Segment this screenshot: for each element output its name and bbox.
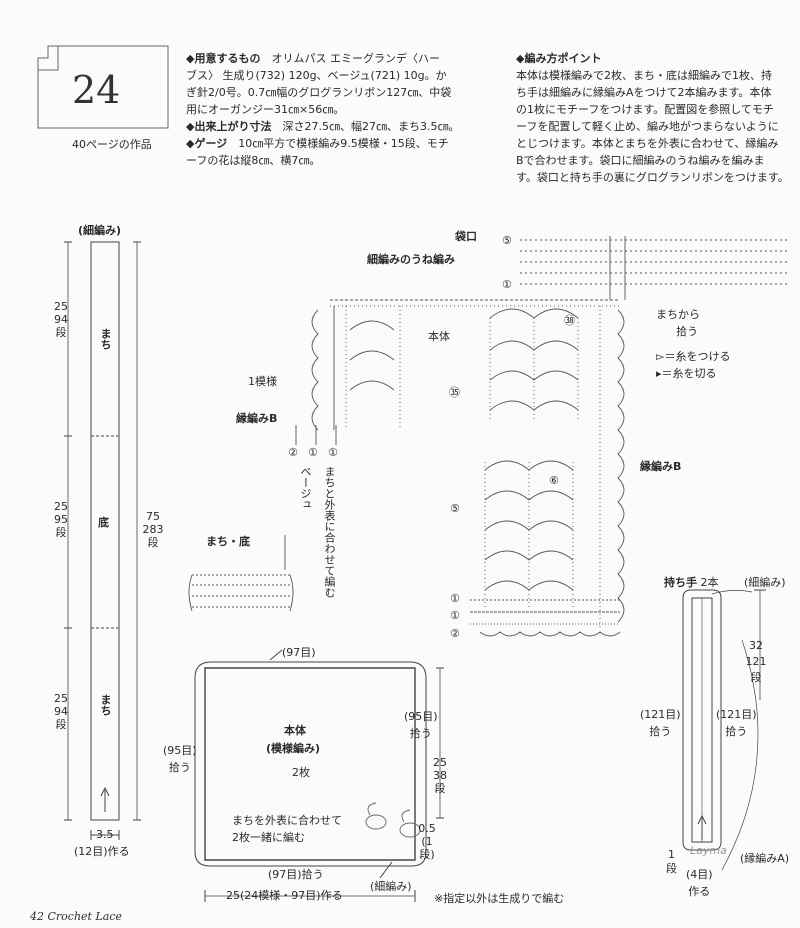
page-number: 42 xyxy=(30,910,44,923)
chart-one-pattern: 1模様 xyxy=(248,375,277,388)
strip-stitch-label: (細編み) xyxy=(78,224,122,237)
body-bottom-width: 25(24模様・97目)作る xyxy=(226,889,343,902)
general-note: ※指定以外は生成りで編む xyxy=(434,892,565,905)
materials-line: オリムパス エミーグランデ〈ハー xyxy=(271,52,440,65)
strip-section-machi-bottom: まち xyxy=(99,694,112,716)
body-top-stitches: (97目) xyxy=(282,646,316,659)
size-text: 深さ27.5㎝、幅27㎝、まち3.5㎝。 xyxy=(282,120,460,133)
body-title: 本体 xyxy=(284,724,306,737)
body-count: 2枚 xyxy=(292,766,310,779)
points-line: ーフを配置して軽く止め、編み地がつまらないように xyxy=(516,120,779,133)
materials-line: 用にオーガンジー31㎝×56㎝。 xyxy=(186,103,345,116)
chart-pick-from-gusset: まちから拾う xyxy=(656,308,700,338)
handle-right-pick: (121目)拾う xyxy=(716,708,757,738)
materials-line: ブス〉 生成り(732) 120g、ベージュ(721) 10g。か xyxy=(186,69,447,82)
points-line: ち手は細編みに縁編みAをつけて2本編みます。本体 xyxy=(516,86,772,99)
handle-title: 持ち手 2本 xyxy=(664,576,719,589)
chart-join-text: まちと外表に合わせて編む xyxy=(323,466,336,598)
body-layout xyxy=(194,649,444,902)
chart-row-label: ⑤ xyxy=(502,234,512,247)
points-heading: ◆編み方ポイント xyxy=(516,52,602,65)
chart-left-row-1b: ① xyxy=(328,446,338,459)
chart-beige-label: ベージュ xyxy=(299,466,312,510)
chart-body-label: 本体 xyxy=(428,330,450,343)
chart-row-label: ⑤ xyxy=(450,502,460,515)
chart-row-label: ② xyxy=(450,627,460,640)
gauge-line: 10㎝平方で模様編み9.5模様・15段、モチ xyxy=(238,137,449,150)
body-small-label: (細編み) xyxy=(370,880,412,893)
gusset-swatch-label: まち・底 xyxy=(206,535,250,548)
body-left-pick: (95目)拾う xyxy=(163,744,197,774)
points-line: の1枚にモチーフをつけます。配置図を参照してモチ xyxy=(516,103,774,116)
materials-block: ◆用意するもの オリムパス エミーグランデ〈ハー ブス〉 生成り(732) 12… xyxy=(186,50,459,169)
chart-edge-b-right: 縁編みB xyxy=(640,460,682,473)
chart-row-label: ⑥ xyxy=(549,474,559,487)
fan-block-upper xyxy=(349,308,579,420)
body-bottom-pick: (97目)拾う xyxy=(268,868,324,881)
pattern-number-frame xyxy=(37,45,169,129)
points-line: す。袋口と持ち手の裏にグログランリボンをつけます。 xyxy=(516,171,789,184)
book-title: Crochet Lace xyxy=(47,910,123,923)
gauge-heading: ◆ゲージ xyxy=(186,137,228,150)
handle-stitch: (細編み) xyxy=(744,576,786,589)
body-right-pick: (95目)拾う xyxy=(404,710,438,740)
handle-drawing xyxy=(682,589,766,871)
size-heading: ◆出来上がり寸法 xyxy=(186,120,272,133)
handle-start: (4目)作る xyxy=(686,868,713,898)
strip-bottom-start: (12目)作る xyxy=(74,845,130,858)
legend-attach-yarn: ▻＝糸をつける xyxy=(656,350,731,363)
footer: 42 Crochet Lace xyxy=(30,910,122,923)
stitch-chart xyxy=(295,236,790,637)
chart-row-label: ㉟ xyxy=(449,386,460,399)
chart-rib-label: 細編みのうね編み xyxy=(367,253,455,266)
gusset-strip xyxy=(64,241,141,840)
points-line: Bで合わせます。袋口に細編みのうね編みを編みま xyxy=(516,154,765,167)
motif-flowers xyxy=(365,802,421,838)
points-line: 本体は模様編みで2枚、まち・底は細編みで1枚、持 xyxy=(516,69,772,82)
handle-edge-a: (縁編みA) xyxy=(740,852,790,865)
legend-cut-yarn: ▸＝糸を切る xyxy=(656,367,717,380)
gusset-swatch xyxy=(188,535,294,612)
points-block: ◆編み方ポイント 本体は模様編みで2枚、まち・底は細編みで1枚、持 ち手は細編み… xyxy=(516,50,789,186)
chart-bag-opening: 袋口 xyxy=(455,230,477,243)
materials-heading: ◆用意するもの xyxy=(186,52,261,65)
chart-left-row-1a: ① xyxy=(308,446,318,459)
chart-row-label: ① xyxy=(450,592,460,605)
points-line: とじつけます。本体とまちを外表に合わせて、縁編み xyxy=(516,137,779,150)
materials-line: ぎ針2/0号。0.7㎝幅のグログランリボン127㎝、中袋 xyxy=(186,86,452,99)
fan-block-lower xyxy=(484,460,574,610)
chart-left-row-2: ② xyxy=(288,446,298,459)
strip-bottom-width: 3.5 xyxy=(96,828,114,841)
watermark: Layma xyxy=(690,844,727,857)
chart-edge-b-left: 縁編みB xyxy=(236,412,278,425)
strip-section-bottom: 底 xyxy=(98,516,109,529)
rib-rows xyxy=(520,236,790,300)
pattern-number: 24 xyxy=(72,68,121,112)
gauge-line: ーフの花は縦8㎝、横7㎝。 xyxy=(186,154,321,167)
strip-section-machi-top: まち xyxy=(99,328,112,350)
page-reference: 40ページの作品 xyxy=(72,138,152,151)
chart-row-label: ① xyxy=(502,278,512,291)
body-stitch: (模様編み) xyxy=(266,742,321,755)
handle-left-pick: (121目)拾う xyxy=(640,708,681,738)
chart-row-label: ① xyxy=(450,609,460,622)
chart-row-label: ㊳ xyxy=(564,314,575,327)
